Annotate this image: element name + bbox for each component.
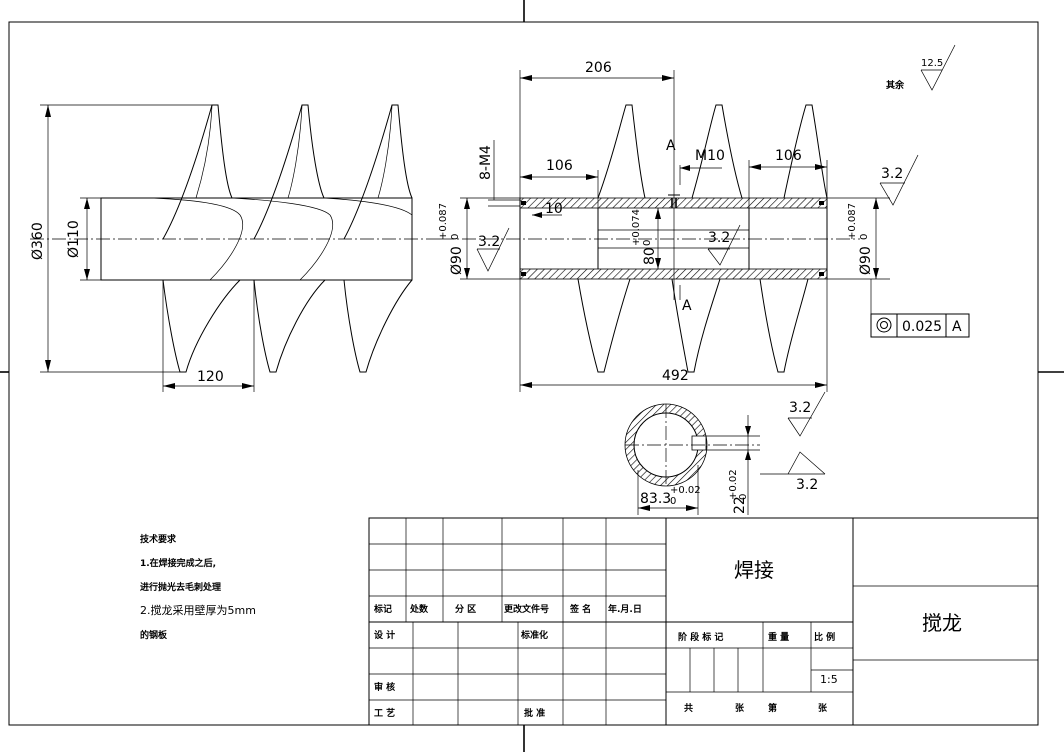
flight-lower-3	[343, 279, 413, 373]
dim-inner-80-tol-upper: +0.074	[631, 209, 642, 246]
notes-line-1: 1.在焊接完成之后,	[140, 557, 216, 569]
tube-flight-lower-3	[759, 278, 809, 373]
label-process: 工 艺	[374, 707, 395, 719]
dim-right-bore: Ø90	[858, 246, 874, 275]
tube-flight-lower-2	[671, 278, 721, 373]
header-zone: 分 区	[455, 603, 476, 615]
section-a-view: 83.3 +0.02 0 22 +0.02 0 3.2 3.2	[624, 391, 826, 515]
label-stage: 阶 段 标 记	[678, 631, 723, 643]
dim-small-10: 10	[545, 201, 563, 217]
technical-notes: 技术要求 1.在焊接完成之后, 进行抛光去毛刺处理 2.搅龙采用壁厚为5mm 的…	[140, 533, 256, 641]
dim-section-22-tol-lower: 0	[738, 494, 749, 500]
dim-section-83-tol-lower: 0	[670, 496, 676, 507]
dim-total-length: 492	[662, 368, 689, 384]
label-ratio: 比 例	[814, 631, 835, 643]
label-total: 共	[684, 702, 693, 714]
flight-upper-2	[253, 104, 325, 240]
dim-shaft-diameter: Ø110	[66, 220, 82, 258]
label-weight: 重 量	[768, 631, 789, 643]
geometric-tolerance-frame: 0.025 A	[870, 279, 970, 338]
header-count: 处数	[409, 603, 429, 615]
dim-right-length: 106	[775, 148, 802, 164]
dim-inner-80-tol-lower: 0	[642, 240, 653, 246]
roughness-section-bottom: 3.2	[796, 477, 818, 493]
dim-top-length: 206	[585, 60, 612, 76]
tube-flight-upper-2	[691, 104, 743, 199]
auger-front-view: Ø360 Ø110 120	[30, 104, 440, 392]
title-part-name: 搅龙	[922, 611, 962, 635]
title-block: 焊接 搅龙 1:5 标记 处数 分 区 更改文件号 签 名 年.月.日 设 计 …	[368, 517, 1039, 726]
notes-line-3: 2.搅龙采用壁厚为5mm	[140, 603, 256, 617]
label-standard: 标准化	[520, 629, 548, 641]
label-sheet-unit: 张	[818, 702, 828, 714]
dim-section-83: 83.3	[640, 491, 671, 507]
svg-text:3.2: 3.2	[881, 166, 903, 182]
dim-section-83-tol-upper: +0.02	[670, 485, 701, 496]
general-roughness: 其余 12.5	[886, 44, 956, 91]
dim-section-22-tol-upper: +0.02	[728, 469, 739, 500]
header-doc: 更改文件号	[504, 603, 549, 615]
label-review: 审 核	[374, 681, 395, 693]
roughness-inner: 3.2	[707, 224, 741, 266]
header-date: 年.月.日	[608, 603, 642, 615]
roughness-section-top: 3.2	[789, 400, 811, 416]
section-label-a-top: A	[666, 138, 676, 154]
tube-wall-top	[519, 197, 828, 209]
dim-m4-threads: 8-M4	[478, 145, 494, 180]
notes-line-2: 进行抛光去毛刺处理	[140, 581, 221, 593]
dim-left-bore: Ø90	[449, 246, 465, 275]
tube-wall-bottom	[519, 268, 828, 280]
svg-text:3.2: 3.2	[478, 234, 500, 250]
tube-flight-upper-1	[597, 104, 646, 199]
notes-title: 技术要求	[140, 533, 177, 545]
label-design: 设 计	[374, 629, 395, 641]
dim-right-bore-tol-lower: 0	[859, 234, 870, 240]
dim-right-bore-tol-upper: +0.087	[847, 203, 858, 240]
svg-text:3.2: 3.2	[708, 230, 730, 246]
notes-line-4: 的钢板	[140, 629, 168, 641]
bolt-marks	[521, 201, 824, 276]
flight-upper-1	[162, 104, 233, 240]
tube-flight-upper-3	[783, 104, 828, 199]
dim-overall-diameter: Ø360	[30, 222, 46, 260]
tube-section-view: A A 206 106 106	[438, 60, 919, 392]
label-approve: 批 准	[524, 707, 545, 719]
dim-section-22: 22	[732, 496, 748, 514]
flight-lower-1	[162, 279, 241, 373]
dim-left-bore-tol-upper: +0.087	[438, 203, 449, 240]
dim-pitch: 120	[197, 369, 224, 385]
general-roughness-label: 其余	[886, 79, 905, 91]
flight-upper-3	[343, 104, 413, 240]
label-sheets: 张	[735, 702, 745, 714]
flight-lower-2	[253, 279, 326, 373]
dim-left-length: 106	[546, 158, 573, 174]
label-sheet-no: 第	[768, 702, 777, 714]
header-sign: 签 名	[569, 603, 591, 615]
dim-m10-thread: M10	[695, 148, 725, 164]
dim-left-bore-tol-lower: 0	[450, 234, 461, 240]
title-material: 焊接	[734, 558, 774, 582]
roughness-left-bore: 3.2	[476, 227, 510, 272]
dim-inner-80: 80	[642, 247, 658, 265]
tube-flight-lower-1	[577, 278, 631, 373]
title-scale: 1:5	[820, 673, 838, 686]
header-mark: 标记	[373, 603, 392, 615]
tolerance-value: 0.025	[902, 319, 942, 335]
section-label-a-bottom: A	[682, 298, 692, 314]
general-roughness-value: 12.5	[921, 58, 943, 69]
roughness-right: 3.2	[879, 154, 919, 206]
tolerance-datum: A	[952, 319, 962, 335]
